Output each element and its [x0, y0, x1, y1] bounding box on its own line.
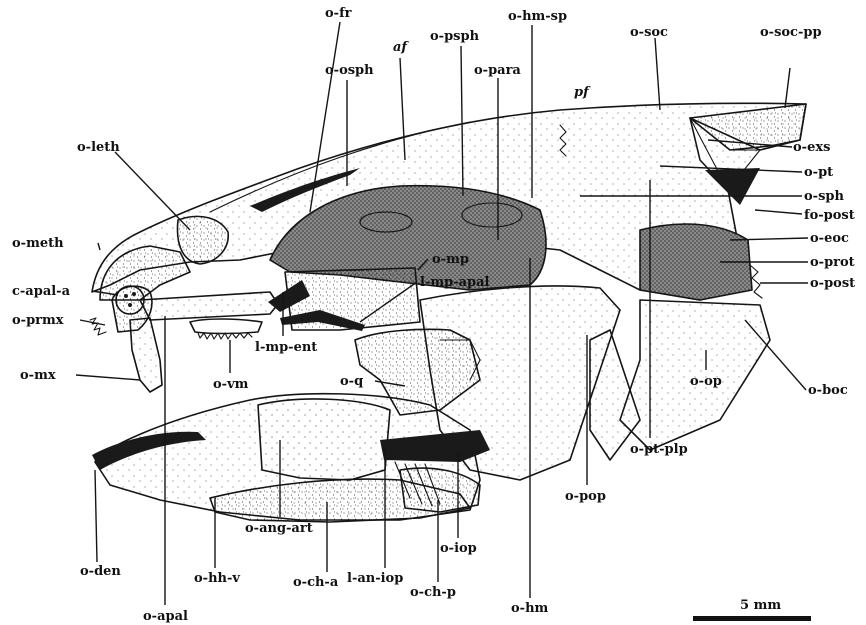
label-pf: pf — [574, 85, 591, 100]
label-l-mp-apal: l-mp-apal — [420, 275, 490, 290]
label-o-eoc: o-eoc — [810, 231, 849, 246]
scale-bar-line — [693, 616, 811, 621]
label-c-apal-a: c-apal-a — [12, 284, 71, 299]
label-o-apal: o-apal — [143, 609, 188, 624]
label-o-meth: o-meth — [12, 236, 64, 251]
scale-bar: 5 mm — [693, 598, 811, 621]
label-o-ang-art: o-ang-art — [245, 521, 313, 536]
label-o-osph: o-osph — [325, 63, 374, 78]
label-o-ch-a: o-ch-a — [293, 575, 339, 590]
label-fo-post: fo-post — [804, 208, 855, 223]
label-o-soc: o-soc — [630, 25, 668, 40]
label-o-sph: o-sph — [804, 189, 844, 204]
label-o-op: o-op — [690, 374, 722, 389]
label-o-fr: o-fr — [325, 6, 352, 21]
label-af: af — [393, 40, 409, 55]
label-o-prot: o-prot — [810, 255, 855, 270]
label-o-hm: o-hm — [511, 601, 549, 616]
label-o-exs: o-exs — [793, 140, 830, 155]
label-o-hh-v: o-hh-v — [194, 571, 240, 586]
label-o-den: o-den — [80, 564, 121, 579]
label-o-mp: o-mp — [432, 252, 469, 267]
label-o-para: o-para — [474, 63, 521, 78]
label-l-mp-ent: l-mp-ent — [255, 340, 317, 355]
label-o-prmx: o-prmx — [12, 313, 64, 328]
label-o-pop: o-pop — [565, 489, 606, 504]
label-o-soc-pp: o-soc-pp — [760, 25, 822, 40]
label-o-q: o-q — [340, 374, 363, 389]
label-l-an-iop: l-an-iop — [347, 571, 403, 586]
label-o-pt-plp: o-pt-plp — [630, 442, 688, 457]
label-o-ch-p: o-ch-p — [410, 585, 456, 600]
label-o-mx: o-mx — [20, 368, 56, 383]
label-o-hm-sp: o-hm-sp — [508, 9, 567, 24]
label-o-vm: o-vm — [213, 377, 249, 392]
maxilla — [130, 318, 162, 392]
label-o-leth: o-leth — [77, 140, 120, 155]
scale-bar-label: 5 mm — [740, 598, 781, 613]
label-o-post: o-post — [810, 276, 855, 291]
label-o-boc: o-boc — [808, 383, 848, 398]
label-o-iop: o-iop — [440, 541, 477, 556]
vomer — [190, 319, 262, 334]
label-o-psph: o-psph — [430, 29, 480, 44]
label-o-pt: o-pt — [804, 165, 833, 180]
